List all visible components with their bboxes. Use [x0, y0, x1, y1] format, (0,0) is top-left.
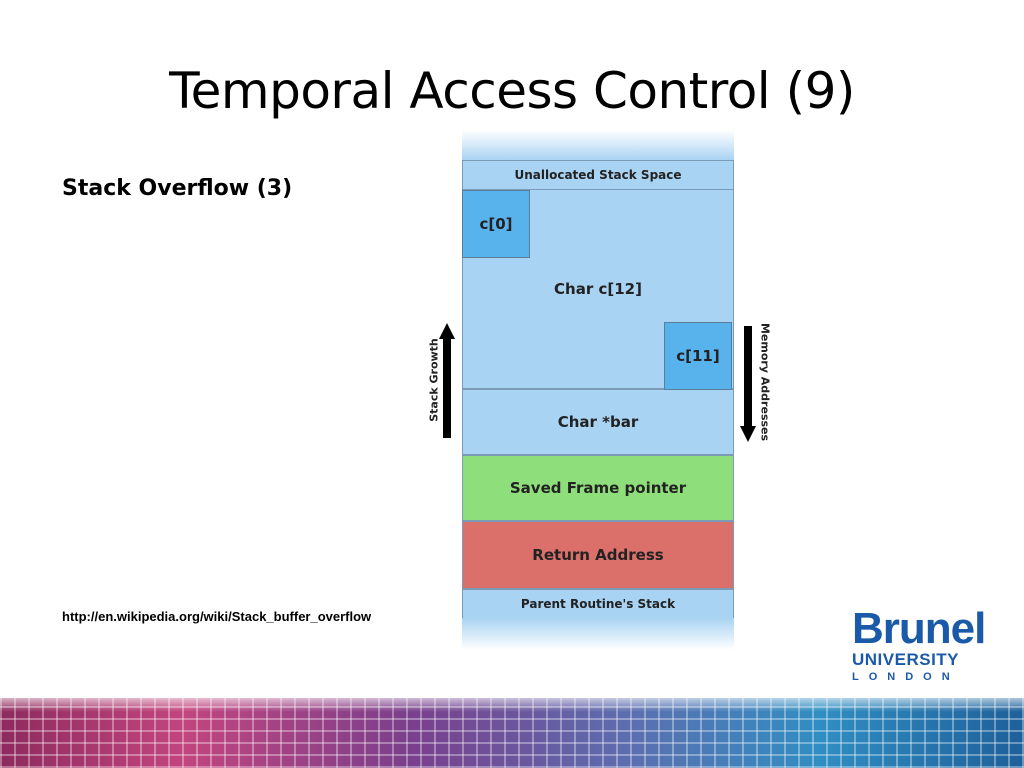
stack-growth-arrow-shaft	[443, 338, 451, 438]
logo-london-text: LONDON	[852, 671, 960, 683]
slide-title: Temporal Access Control (9)	[169, 62, 855, 120]
stack-top-fade	[462, 130, 734, 160]
memory-addresses-arrow-down-icon	[740, 426, 756, 442]
source-link[interactable]: http://en.wikipedia.org/wiki/Stack_buffe…	[62, 609, 372, 624]
parent-stack-block: Parent Routine's Stack	[462, 589, 734, 618]
return-address-block: Return Address	[462, 521, 734, 589]
stack-growth-arrow-up-icon	[439, 323, 455, 339]
cell-c0: c[0]	[462, 190, 530, 258]
cell-c11: c[11]	[664, 322, 732, 390]
stack-diagram: Unallocated Stack Space Char c[12] Char …	[462, 130, 734, 650]
unallocated-stack-block: Unallocated Stack Space	[462, 160, 734, 190]
logo-brunel-text: Brunel	[852, 604, 986, 653]
brunel-logo: Brunel UNIVERSITY LONDON	[852, 604, 986, 684]
decorative-band-fade	[0, 690, 1024, 712]
memory-addresses-label: Memory Addresses	[758, 322, 772, 442]
stack-bottom-fade	[462, 618, 734, 650]
memory-addresses-arrow-shaft	[744, 326, 752, 426]
stack-growth-label: Stack Growth	[427, 338, 441, 422]
saved-frame-pointer-block: Saved Frame pointer	[462, 455, 734, 521]
char-bar-block: Char *bar	[462, 389, 734, 455]
logo-university-text: UNIVERSITY	[852, 650, 960, 669]
slide-subtitle: Stack Overflow (3)	[62, 176, 293, 201]
